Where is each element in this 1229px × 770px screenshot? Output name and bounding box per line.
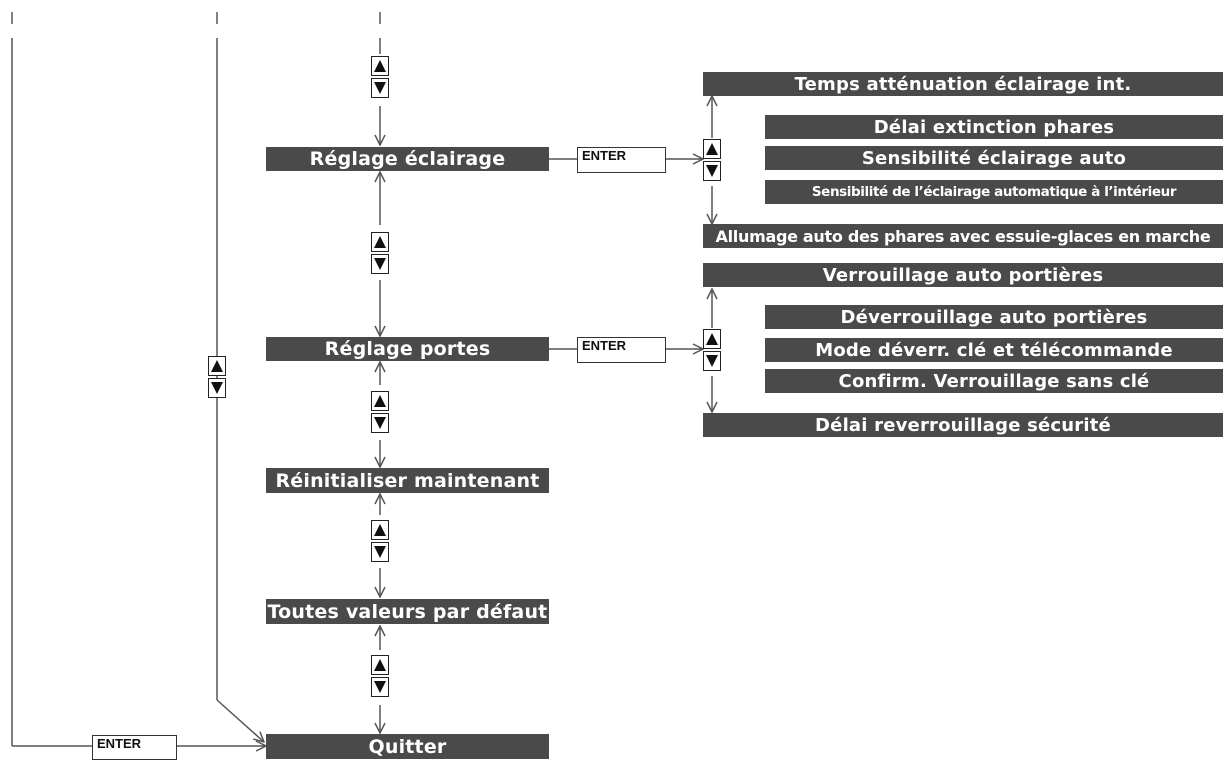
down-arrow-button[interactable] — [371, 78, 389, 98]
updown-buttons — [371, 520, 389, 562]
down-arrow-icon — [374, 546, 386, 558]
up-arrow-icon — [374, 659, 386, 671]
up-arrow-icon — [211, 360, 223, 372]
down-arrow-icon — [706, 165, 718, 177]
door-auto-unlock[interactable]: Déverrouillage auto portières — [765, 305, 1223, 329]
door-security-relock-delay[interactable]: Délai reverrouillage sécurité — [703, 413, 1223, 437]
down-arrow-icon — [374, 681, 386, 693]
up-arrow-icon — [374, 524, 386, 536]
up-arrow-button[interactable] — [371, 232, 389, 252]
menu-reset-now[interactable]: Réinitialiser maintenant — [266, 468, 549, 493]
down-arrow-button[interactable] — [371, 677, 389, 697]
menu-lighting-settings[interactable]: Réglage éclairage — [266, 147, 549, 171]
updown-buttons — [703, 139, 721, 181]
up-arrow-icon — [374, 236, 386, 248]
updown-buttons — [208, 356, 226, 398]
lighting-auto-headlights-wipers[interactable]: Allumage auto des phares avec essuie-gla… — [703, 224, 1223, 248]
lighting-interior-auto-sensitivity[interactable]: Sensibilité de l’éclairage automatique à… — [765, 180, 1223, 204]
lighting-dimming-time[interactable]: Temps atténuation éclairage int. — [703, 72, 1223, 96]
up-arrow-icon — [374, 60, 386, 72]
updown-buttons — [371, 56, 389, 98]
down-arrow-icon — [211, 382, 223, 394]
menu-door-settings[interactable]: Réglage portes — [266, 337, 549, 361]
up-arrow-button[interactable] — [703, 329, 721, 349]
up-arrow-icon — [706, 333, 718, 345]
down-arrow-button[interactable] — [371, 542, 389, 562]
down-arrow-button[interactable] — [208, 378, 226, 398]
down-arrow-button[interactable] — [371, 413, 389, 433]
up-arrow-button[interactable] — [703, 139, 721, 159]
updown-buttons — [371, 232, 389, 274]
enter-button-lighting[interactable]: ENTER — [577, 147, 666, 173]
enter-button-doors[interactable]: ENTER — [577, 337, 666, 363]
lighting-headlight-off-delay[interactable]: Délai extinction phares — [765, 115, 1223, 139]
down-arrow-button[interactable] — [703, 161, 721, 181]
up-arrow-button[interactable] — [371, 391, 389, 411]
updown-buttons — [371, 391, 389, 433]
up-arrow-button[interactable] — [371, 520, 389, 540]
door-keyless-lock-confirm[interactable]: Confirm. Verrouillage sans clé — [765, 369, 1223, 393]
updown-buttons — [703, 329, 721, 371]
menu-all-defaults[interactable]: Toutes valeurs par défaut — [266, 599, 549, 624]
door-auto-lock[interactable]: Verrouillage auto portières — [703, 263, 1223, 287]
up-arrow-button[interactable] — [371, 655, 389, 675]
down-arrow-button[interactable] — [703, 351, 721, 371]
up-arrow-icon — [706, 143, 718, 155]
down-arrow-button[interactable] — [371, 254, 389, 274]
down-arrow-icon — [374, 417, 386, 429]
lighting-auto-sensitivity[interactable]: Sensibilité éclairage auto — [765, 146, 1223, 170]
down-arrow-icon — [374, 258, 386, 270]
down-arrow-icon — [706, 355, 718, 367]
door-key-remote-unlock-mode[interactable]: Mode déverr. clé et télécommande — [765, 338, 1223, 362]
up-arrow-icon — [374, 395, 386, 407]
up-arrow-button[interactable] — [208, 356, 226, 376]
updown-buttons — [371, 655, 389, 697]
enter-button-quit[interactable]: ENTER — [92, 735, 177, 760]
up-arrow-button[interactable] — [371, 56, 389, 76]
menu-quit[interactable]: Quitter — [266, 734, 549, 759]
down-arrow-icon — [374, 82, 386, 94]
